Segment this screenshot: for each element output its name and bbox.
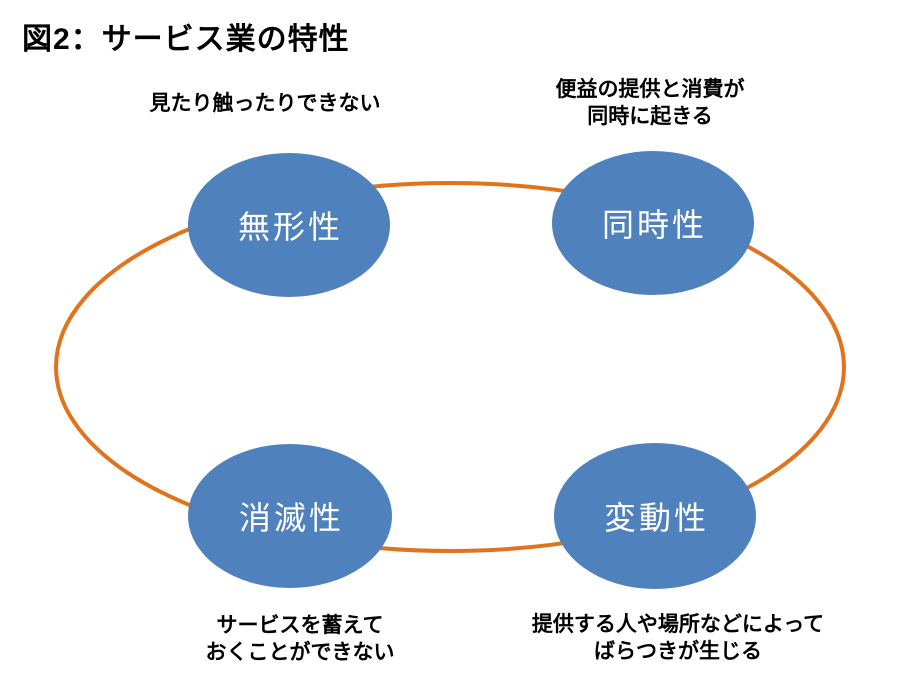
node-simultaneity-label: 同時性	[601, 207, 707, 243]
node-variability-label: 変動性	[603, 500, 709, 536]
node-perishability: 消滅性	[188, 444, 392, 588]
caption-line: 便益の提供と消費が	[555, 78, 745, 101]
caption-line: 提供する人や場所などによって	[531, 613, 825, 636]
node-perishability-label: 消滅性	[238, 500, 344, 536]
caption-line: サービスを蓄えて	[216, 614, 384, 637]
node-variability: 変動性	[554, 443, 756, 589]
node-intangibility: 無形性	[188, 153, 390, 297]
node-simultaneity: 同時性	[552, 151, 754, 295]
caption-variability: 提供する人や場所などによって ばらつきが生じる	[532, 611, 824, 665]
figure-title: 図2：サービス業の特性	[22, 23, 350, 56]
caption-intangibility: 見たり触ったりできない	[150, 90, 381, 117]
caption-simultaneity: 便益の提供と消費が 同時に起きる	[556, 76, 745, 130]
caption-perishability: サービスを蓄えて おくことができない	[206, 612, 395, 666]
node-intangibility-label: 無形性	[237, 209, 343, 245]
caption-line: ばらつきが生じる	[593, 640, 762, 663]
caption-line: 見たり触ったりできない	[149, 92, 381, 115]
cycle-ring-ellipse	[54, 181, 846, 553]
caption-line: おくことができない	[205, 641, 395, 664]
caption-line: 同時に起きる	[587, 105, 713, 128]
